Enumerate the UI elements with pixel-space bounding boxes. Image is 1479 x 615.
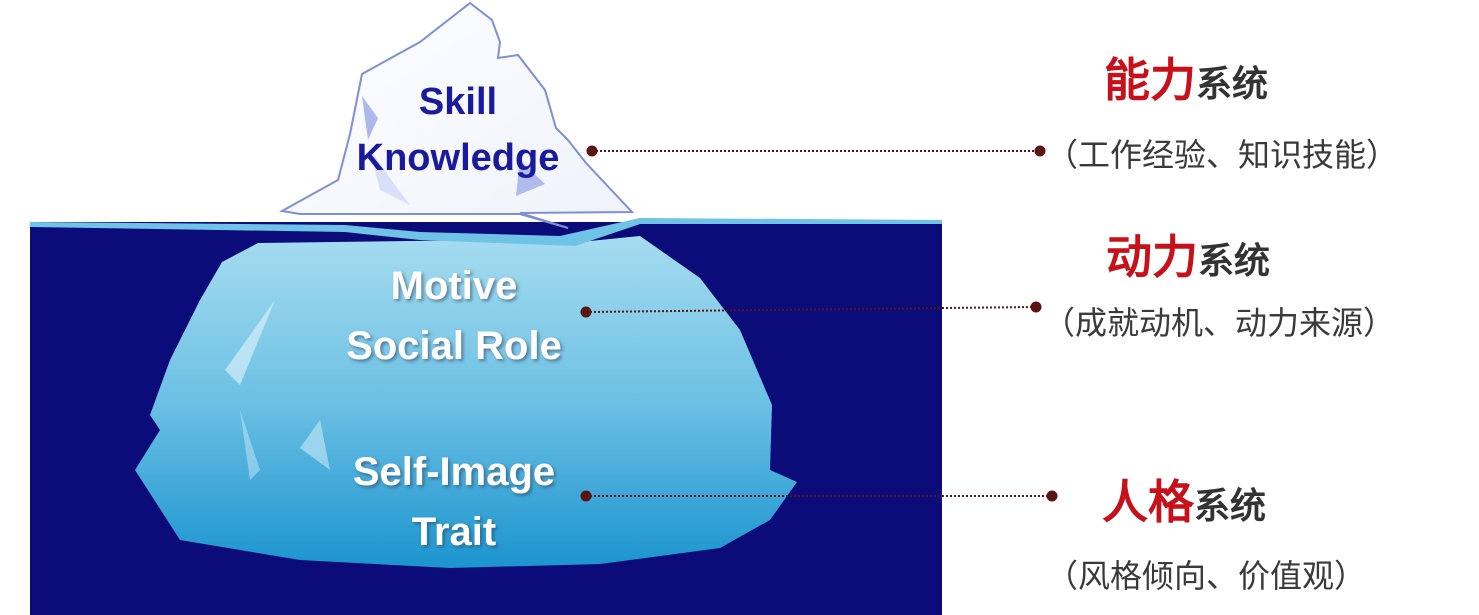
middle-line-social-role: Social Role bbox=[346, 324, 562, 368]
tip-facet bbox=[370, 150, 410, 205]
bottom-line-trait: Trait bbox=[411, 510, 497, 554]
tip-facet bbox=[362, 96, 378, 140]
connector-personality bbox=[580, 490, 1058, 502]
bottom-label: Self-Image Trait bbox=[320, 442, 588, 562]
title-highlight: 能力 bbox=[1104, 53, 1196, 107]
underwater-facet bbox=[240, 410, 260, 480]
iceberg-tip bbox=[279, 1, 635, 229]
middle-label: Motive Social Role bbox=[320, 256, 588, 376]
title-rest: 系统 bbox=[1194, 486, 1267, 527]
bottom-line-self-image: Self-Image bbox=[352, 450, 556, 494]
title-highlight: 人格 bbox=[1102, 475, 1194, 529]
tip-line-knowledge: Knowledge bbox=[356, 137, 560, 179]
tip-label: Skill Knowledge bbox=[330, 74, 586, 186]
title-rest: 系统 bbox=[1198, 241, 1271, 282]
middle-line-motive: Motive bbox=[390, 264, 518, 308]
title-highlight: 动力 bbox=[1106, 230, 1198, 284]
connector-motivation bbox=[580, 301, 1042, 318]
motivation-system-title: 动力系统 bbox=[1106, 221, 1270, 287]
motivation-system-desc: （成就动机、动力来源） bbox=[1043, 304, 1396, 342]
underwater-iceberg bbox=[135, 236, 797, 568]
competence-system-title: 能力系统 bbox=[1104, 44, 1268, 110]
underwater-facet bbox=[225, 300, 275, 385]
underwater-facet bbox=[300, 420, 330, 470]
competence-system-desc: （工作经验、知识技能） bbox=[1046, 136, 1399, 174]
connector-competence bbox=[586, 145, 1046, 157]
waterline bbox=[30, 218, 942, 246]
personality-system-title: 人格系统 bbox=[1102, 466, 1266, 532]
tip-line-skill: Skill bbox=[418, 81, 498, 123]
title-rest: 系统 bbox=[1196, 64, 1269, 105]
tip-facet bbox=[516, 160, 545, 196]
personality-system-desc: （风格倾向、价值观） bbox=[1046, 557, 1367, 595]
